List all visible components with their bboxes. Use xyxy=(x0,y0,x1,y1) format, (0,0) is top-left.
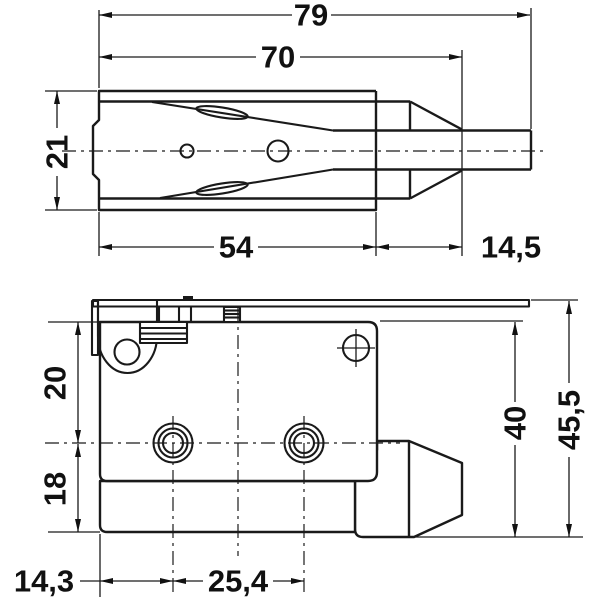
taper-top-line xyxy=(151,100,334,132)
dimension-45-5: 45,5 xyxy=(552,301,587,537)
dim-label-70: 70 xyxy=(261,40,295,75)
pivot-hole-large xyxy=(266,139,290,163)
dim-label-18: 18 xyxy=(38,472,73,506)
hinge-pin-hole xyxy=(113,338,141,366)
dim-label-45-5: 45,5 xyxy=(552,390,587,450)
bottom-view: 20 18 40 45,5 14,3 25,4 xyxy=(14,296,587,599)
dim-label-40: 40 xyxy=(498,406,533,440)
dimension-20: 20 xyxy=(38,322,81,443)
dimension-25-4: 25,4 xyxy=(173,564,304,599)
dimension-79: 79 xyxy=(99,0,530,33)
dim-label-14-5: 14,5 xyxy=(481,230,541,265)
dimension-18: 18 xyxy=(38,444,81,532)
leaf-spring-bottom xyxy=(195,181,249,196)
roller-lever-plate xyxy=(91,298,531,308)
mounting-hole-left xyxy=(152,422,194,464)
terminal-screw-stud xyxy=(222,305,242,324)
bottom-view-extension-lines xyxy=(48,299,583,597)
bottom-view-centerlines xyxy=(45,308,400,597)
base-block-outline xyxy=(98,479,357,534)
dim-label-20: 20 xyxy=(38,366,73,400)
mounting-hole-right xyxy=(283,422,325,464)
leaf-spring-top xyxy=(195,105,249,120)
dim-label-54: 54 xyxy=(219,230,254,265)
dimension-14-5: 14,5 xyxy=(376,230,541,265)
dim-label-79: 79 xyxy=(294,0,328,33)
dimension-21: 21 xyxy=(40,91,75,210)
lever-nub xyxy=(183,296,193,301)
pivot-hole-small xyxy=(179,143,195,159)
dimension-14-3: 14,3 xyxy=(14,564,173,599)
adjusting-screw-hole xyxy=(337,329,375,367)
dim-label-14-3: 14,3 xyxy=(14,564,74,599)
dimension-54: 54 xyxy=(99,230,376,265)
cone-chamfer-bottom xyxy=(409,169,463,200)
dimension-70: 70 xyxy=(99,40,462,75)
cone-chamfer-top xyxy=(409,100,463,131)
dim-label-21: 21 xyxy=(40,135,75,169)
hinge-boss-outline xyxy=(96,301,159,374)
dim-label-25-4: 25,4 xyxy=(208,564,269,599)
terminal-block xyxy=(138,306,193,345)
dimension-40: 40 xyxy=(498,322,533,537)
top-view: 79 70 21 54 14,5 xyxy=(40,0,546,265)
